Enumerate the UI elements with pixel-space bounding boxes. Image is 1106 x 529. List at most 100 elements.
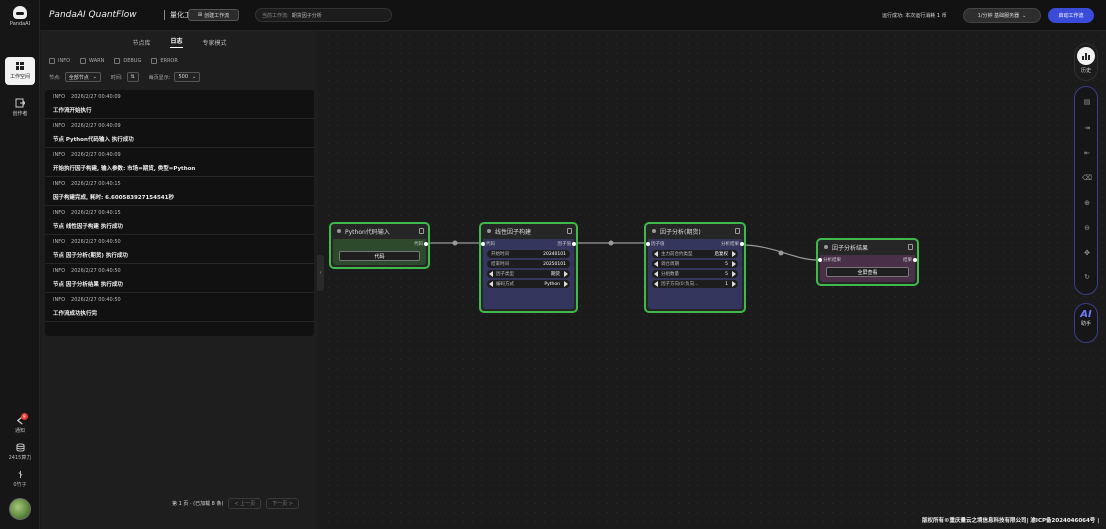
rail-bamboo[interactable]: 0竹子 xyxy=(0,470,40,488)
rail-item-workspace[interactable]: 工作空间 xyxy=(5,57,35,85)
start-workflow-button[interactable]: 启动工作流 xyxy=(1048,8,1094,23)
server-plan-dropdown[interactable]: 1/分钟 基础服务器 ⌄ xyxy=(963,8,1041,23)
tab-node-library[interactable]: 节点库 xyxy=(132,39,151,47)
rail-compute[interactable]: 2415算力 xyxy=(0,443,40,461)
save-icon[interactable]: ▤ xyxy=(1083,98,1091,106)
database-icon xyxy=(15,443,25,452)
node-filter-select[interactable]: 全部节点⌄ xyxy=(64,72,101,82)
reset-icon[interactable]: ↻ xyxy=(1084,273,1090,281)
input-port[interactable] xyxy=(646,242,650,246)
copy-icon[interactable] xyxy=(908,244,913,250)
import-icon[interactable]: ⇤ xyxy=(1084,149,1090,157)
fullscreen-view-button[interactable]: 全屏查看 xyxy=(826,267,909,277)
node-analysis-result[interactable]: 因子分析结果 分析结果结果 全屏查看 xyxy=(816,238,919,286)
workflow-field-value: 期货因子分析 xyxy=(291,12,322,19)
wire-midpoint[interactable] xyxy=(608,240,614,246)
field-contract-type[interactable]: 主力前合约类型后复权 xyxy=(652,250,738,258)
log-time: 2026/2/27 00:40:50 xyxy=(71,297,121,303)
field-label: 编码方式 xyxy=(496,282,514,287)
panda-logo-icon xyxy=(13,6,27,19)
ai-assistant-label: 助手 xyxy=(1080,321,1091,327)
output-port[interactable] xyxy=(740,242,744,246)
input-port[interactable] xyxy=(818,258,822,262)
level-debug-checkbox[interactable]: DEBUG xyxy=(114,58,141,64)
per-page-select[interactable]: 500⌄ xyxy=(174,72,201,82)
level-info-checkbox[interactable]: INFO xyxy=(49,58,70,64)
collapse-panel-handle[interactable]: ‹ xyxy=(317,255,324,291)
arrow-left-icon[interactable] xyxy=(654,281,658,287)
prev-page-button[interactable]: < 上一页 xyxy=(228,498,262,509)
input-port[interactable] xyxy=(481,242,485,246)
rail-notify[interactable]: 9 通知 xyxy=(0,413,40,434)
arrow-left-icon[interactable] xyxy=(489,281,493,287)
arrow-right-icon[interactable] xyxy=(732,261,736,267)
node-header: Python代码输入 xyxy=(331,224,428,238)
checkbox-icon xyxy=(49,58,55,64)
field-factor-direction[interactable]: 因子方向(0:负向...1 xyxy=(652,280,738,288)
wire-midpoint[interactable] xyxy=(778,250,784,256)
rail-item-creator[interactable]: 创作者 xyxy=(5,94,35,122)
status-dot xyxy=(824,245,828,249)
arrow-left-icon[interactable] xyxy=(489,271,493,277)
copy-icon[interactable] xyxy=(419,228,424,234)
node-body: 代码 代码 xyxy=(333,239,426,265)
zoom-in-icon[interactable]: ⊕ xyxy=(1084,199,1090,207)
arrow-right-icon[interactable] xyxy=(732,271,736,277)
field-factor-type[interactable]: 因子类型期货 xyxy=(487,270,570,278)
checkbox-icon xyxy=(114,58,121,64)
create-workflow-button[interactable]: ⊞ 创建工作流 xyxy=(188,9,239,21)
copy-icon[interactable] xyxy=(567,228,572,234)
node-header: 因子分析(期货) xyxy=(646,224,744,238)
next-page-button[interactable]: 下一页 > xyxy=(266,498,299,509)
checkbox-icon xyxy=(80,58,87,64)
export-icon[interactable]: ⇥ xyxy=(1084,124,1090,132)
arrow-left-icon[interactable] xyxy=(654,271,658,277)
log-time: 2026/2/27 00:40:09 xyxy=(71,123,121,129)
history-button[interactable]: 历史 xyxy=(1074,43,1098,81)
fit-view-icon[interactable]: ✥ xyxy=(1084,249,1090,257)
tab-logs[interactable]: 日志 xyxy=(170,36,183,48)
code-editor-button[interactable]: 代码 xyxy=(339,251,420,261)
ai-assistant-button[interactable]: AI 助手 xyxy=(1074,303,1098,343)
zoom-out-icon[interactable]: ⊖ xyxy=(1084,224,1090,232)
tab-expert-mode[interactable]: 专家模式 xyxy=(202,39,227,47)
arrow-right-icon[interactable] xyxy=(564,271,568,277)
arrow-left-icon[interactable] xyxy=(654,261,658,267)
app-logo[interactable]: PandaAI xyxy=(7,6,33,27)
arrow-left-icon[interactable] xyxy=(654,251,658,257)
level-warn-checkbox[interactable]: WARN xyxy=(80,58,104,64)
level-error-checkbox[interactable]: ERROR xyxy=(151,58,178,64)
current-workflow-field[interactable]: 当前工作流: 期货因子分析 xyxy=(255,8,392,22)
arrow-right-icon[interactable] xyxy=(732,281,736,287)
chevron-down-icon: ⌄ xyxy=(1022,12,1027,19)
log-level: INFO xyxy=(53,181,66,187)
copy-icon[interactable] xyxy=(735,228,740,234)
output-port[interactable] xyxy=(424,242,428,246)
time-sort-button[interactable]: ⇅ xyxy=(126,72,139,82)
rail-item-label: 创作者 xyxy=(12,111,28,117)
field-label: 因子方向(0:负向... xyxy=(661,282,699,287)
node-python-input[interactable]: Python代码输入 代码 代码 xyxy=(329,222,430,269)
arrow-right-icon[interactable] xyxy=(732,251,736,257)
output-port[interactable] xyxy=(572,242,576,246)
node-header: 线性因子构建 xyxy=(481,224,576,238)
field-value: 5 xyxy=(725,271,728,277)
arrow-right-icon[interactable] xyxy=(564,281,568,287)
avatar[interactable] xyxy=(9,498,31,520)
wire-midpoint[interactable] xyxy=(452,240,458,246)
server-plan-label: 1/分钟 基础服务器 xyxy=(977,13,1020,19)
delete-icon[interactable]: ⌫ xyxy=(1082,174,1092,182)
output-port[interactable] xyxy=(913,258,917,262)
